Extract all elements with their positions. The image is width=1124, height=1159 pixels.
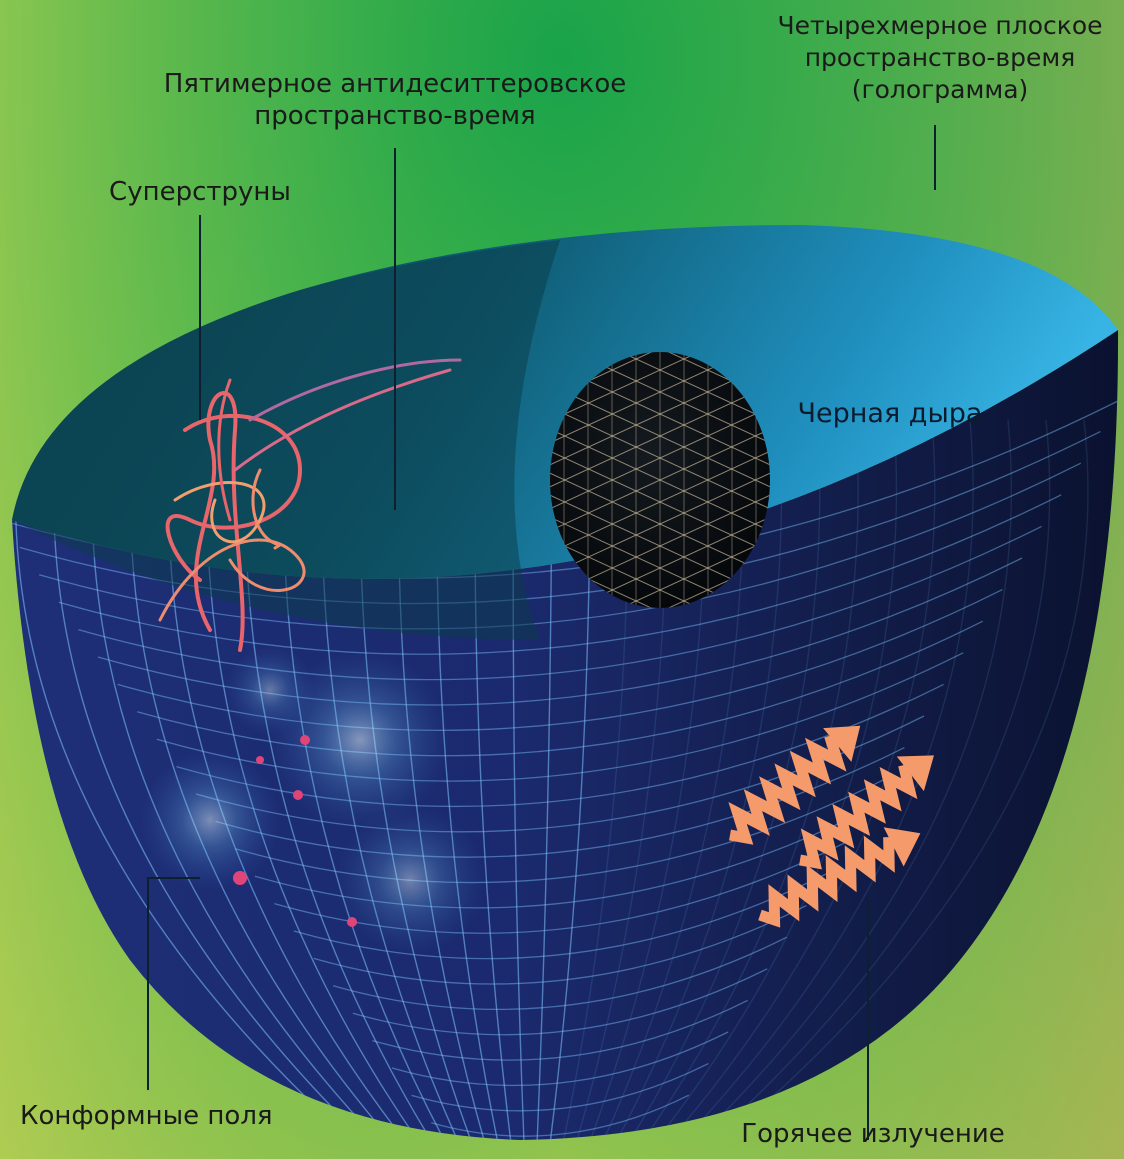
label-flat4: Четырехмерное плоское пространство-время… (760, 10, 1120, 106)
label-flat4-line1: Четырехмерное плоское (760, 10, 1120, 42)
label-conformal-fields: Конформные поля (20, 1100, 270, 1132)
label-flat4-line3: (голограмма) (760, 74, 1120, 106)
label-ads5-line1: Пятимерное антидеситтеровское (155, 68, 635, 100)
label-flat4-line2: пространство-время (760, 42, 1120, 74)
label-ads5-line2: пространство-время (155, 100, 635, 132)
label-black-hole: Черная дыра (795, 398, 985, 430)
label-hot-radiation: Горячее излучение (738, 1118, 1008, 1150)
label-ads5: Пятимерное антидеситтеровское пространст… (155, 68, 635, 132)
label-superstrings: Суперструны (100, 176, 300, 208)
